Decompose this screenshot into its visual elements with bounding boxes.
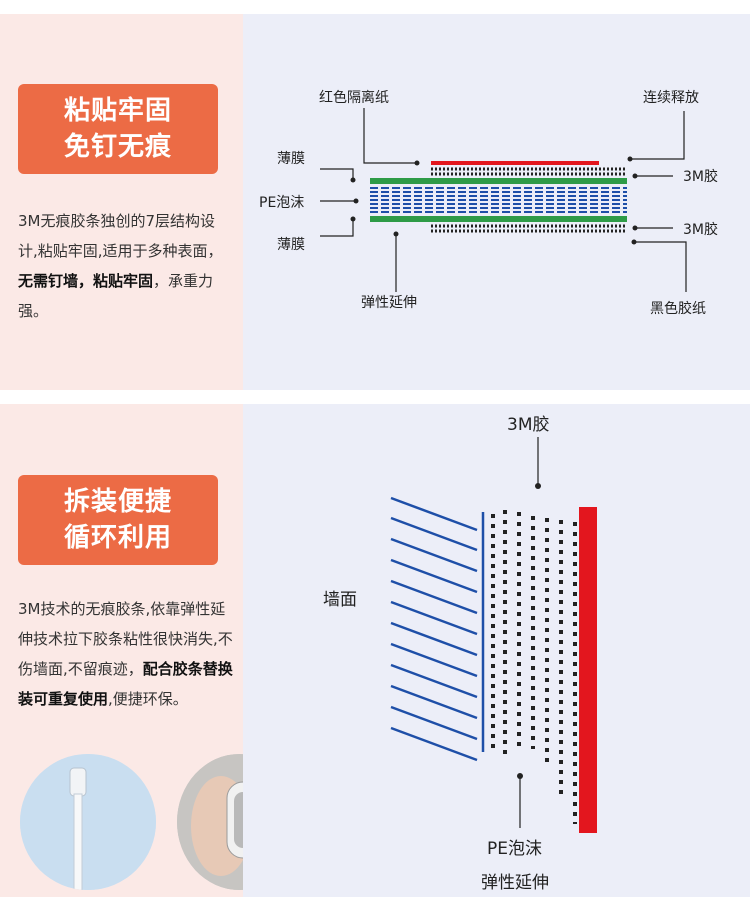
glue-bottom-layer [431, 224, 627, 233]
glue-dots [491, 510, 577, 824]
section2-desc-text1: 3M技术的无痕胶条,依靠弹性延伸技术拉下胶条粘性很快消失,不伤墙面,不留痕迹， [18, 600, 233, 678]
label-glue: 3M胶 [507, 415, 550, 435]
section2-badge-line2: 循环利用 [63, 523, 172, 553]
leader-dots [350, 156, 638, 245]
film-top-layer [370, 178, 627, 184]
pe-foam-layer [370, 187, 627, 213]
glue-top-layer [431, 167, 627, 176]
wall-lines [390, 496, 485, 762]
film-bottom-layer [370, 216, 627, 222]
section1-text-panel: 粘贴牢固 免钉无痕 3M无痕胶条独创的7层结构设计,粘贴牢固,适用于多种表面， 无… [0, 14, 243, 390]
layer-structure-diagram [320, 108, 687, 292]
section2-diagram-panel: 3M胶 墙面 PE泡沫 弹性延伸 [243, 404, 750, 897]
section1-desc-text1: 3M无痕胶条独创的7层结构设计,粘贴牢固,适用于多种表面， [18, 212, 223, 260]
section2-description: 3M技术的无痕胶条,依靠弹性延伸技术拉下胶条粘性很快消失,不伤墙面,不留痕迹，配… [18, 594, 233, 714]
section2-leader-dots [517, 483, 541, 779]
label-film-bottom: 薄膜 [277, 237, 305, 253]
section1-badge-line1: 粘贴牢固 [63, 96, 172, 126]
section1-desc-text2: ，承重力强。 [18, 272, 214, 320]
red-strip [579, 507, 597, 833]
label-pe-foam: PE泡沫 [259, 195, 305, 211]
section2-leaders [519, 437, 539, 828]
product-hook-photo [20, 754, 156, 890]
label-continuous-release: 连续释放 [643, 90, 699, 106]
label-wall: 墙面 [323, 590, 357, 610]
section2-badge: 拆装便捷 循环利用 [18, 475, 218, 565]
label-glue-bottom: 3M胶 [683, 222, 718, 238]
label-glue-top: 3M胶 [683, 169, 718, 185]
label-black-paper: 黑色胶纸 [650, 301, 706, 317]
hook-illustration [20, 754, 156, 890]
section2-desc-text2: ,便捷环保。 [108, 690, 188, 708]
leader-lines [320, 108, 687, 292]
section1-desc-bold: 无需钉墙，粘贴牢固 [18, 272, 154, 290]
section2-badge-line1: 拆装便捷 [63, 487, 172, 517]
section1-description: 3M无痕胶条独创的7层结构设计,粘贴牢固,适用于多种表面， 无需钉墙，粘贴牢固，承… [18, 206, 233, 326]
section2-text-panel: 拆装便捷 循环利用 3M技术的无痕胶条,依靠弹性延伸技术拉下胶条粘性很快消失,不… [0, 404, 302, 897]
red-liner-layer [431, 161, 599, 165]
section1-diagram-panel: 红色隔离纸 连续释放 薄膜 PE泡沫 薄膜 3M胶 3M胶 弹性延伸 黑色胶纸 [243, 14, 750, 390]
label-red-liner: 红色隔离纸 [319, 90, 389, 106]
label-pe-foam-2: PE泡沫 [487, 839, 542, 859]
removal-diagram [390, 437, 597, 833]
section1-badge: 粘贴牢固 免钉无痕 [18, 84, 218, 174]
label-film-top: 薄膜 [277, 151, 305, 167]
label-elastic-stretch-2: 弹性延伸 [481, 873, 549, 893]
section1-badge-line2: 免钉无痕 [63, 132, 172, 162]
section2-desc-bold: 配合胶条替换装可重复使用 [18, 660, 233, 708]
label-elastic-stretch: 弹性延伸 [361, 295, 417, 311]
